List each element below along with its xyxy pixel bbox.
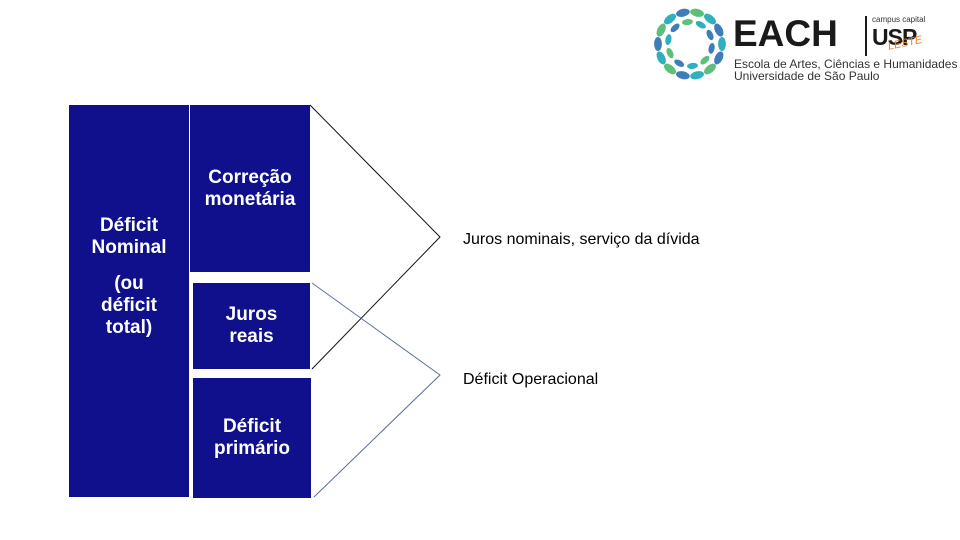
logo-leaf bbox=[704, 13, 716, 25]
primario-line1: Déficit bbox=[222, 416, 282, 437]
juros-line2: reais bbox=[229, 326, 274, 347]
logo-leaf bbox=[664, 13, 676, 25]
logo-leaf bbox=[665, 34, 672, 46]
juros-nominais-label: Juros nominais, serviço da dívida bbox=[463, 231, 700, 248]
logo-leaf bbox=[656, 51, 666, 65]
logo-leaf bbox=[676, 8, 690, 17]
logo-leaf bbox=[656, 23, 666, 37]
logo-leaf bbox=[714, 51, 724, 65]
correcao-line2: monetária bbox=[204, 188, 296, 210]
logo-school-name: Escola de Artes, Ciências e Humanidades bbox=[734, 57, 958, 71]
logo-leaf bbox=[664, 63, 676, 75]
logo-campus-text: campus capital bbox=[872, 15, 926, 24]
logo-leaf bbox=[666, 47, 674, 59]
logo-leaf bbox=[670, 23, 680, 33]
juros-reais-block: Juros reais bbox=[193, 283, 310, 369]
logo-leaf bbox=[695, 21, 706, 29]
logo-leaf bbox=[687, 62, 698, 69]
nominal-title-line1: Déficit bbox=[99, 215, 159, 236]
logo-leaf bbox=[674, 59, 685, 67]
nominal-title-line2: Nominal bbox=[91, 237, 167, 258]
logo-usp-text: USP bbox=[872, 24, 917, 50]
bracket-deficit-operacional bbox=[311, 282, 441, 498]
deficit-nominal-title: Déficit Nominal bbox=[69, 215, 189, 259]
logo-leaf bbox=[700, 55, 710, 65]
correcao-line1: Correção bbox=[208, 166, 292, 188]
primario-line2: primário bbox=[213, 438, 291, 459]
logo-leaf bbox=[682, 19, 693, 26]
logo-leaf bbox=[706, 29, 714, 41]
logo-leaf bbox=[704, 63, 716, 75]
logo-leaf bbox=[690, 71, 704, 80]
logo-university-name: Universidade de São Paulo bbox=[734, 69, 880, 83]
logo-leaf bbox=[676, 71, 690, 80]
logo-leaf bbox=[714, 23, 724, 37]
deficit-total-subtitle: (ou déficit total) bbox=[69, 273, 189, 339]
bracket-juros-nominais bbox=[309, 104, 441, 370]
nominal-sub-line1: (ou bbox=[114, 273, 144, 294]
nominal-sub-line3: total) bbox=[105, 317, 153, 338]
deficit-primario-block: Déficit primário bbox=[193, 378, 311, 498]
logo-leaf bbox=[708, 42, 715, 54]
logo-separator bbox=[865, 16, 867, 56]
each-usp-logo: EACH campus capital USP LESTE Escola de … bbox=[650, 4, 958, 84]
deficit-operacional-label: Déficit Operacional bbox=[463, 371, 599, 388]
correcao-monetaria-block: Correção monetária bbox=[190, 105, 310, 272]
logo-leaf bbox=[718, 37, 726, 51]
juros-line1: Juros bbox=[225, 304, 278, 325]
deficit-nominal-block: Déficit Nominal (ou déficit total) bbox=[69, 105, 189, 497]
logo-wordmark: EACH bbox=[733, 13, 838, 54]
logo-leaf bbox=[690, 8, 704, 17]
logo-leaf bbox=[654, 37, 662, 51]
eachring-logo-icon bbox=[654, 8, 726, 80]
nominal-sub-line2: déficit bbox=[101, 295, 157, 316]
